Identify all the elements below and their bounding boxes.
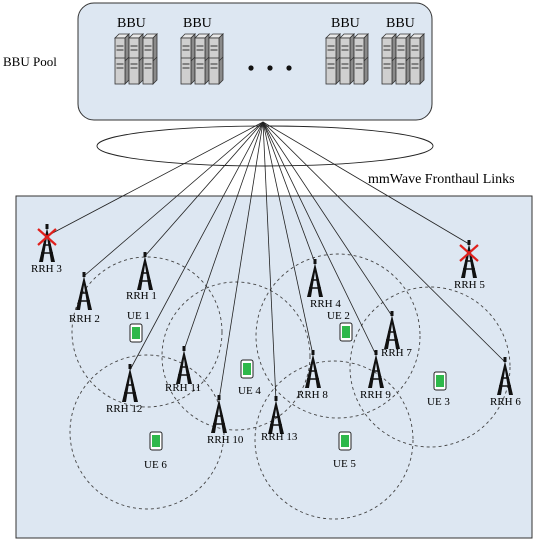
ue-2: UE 2 — [327, 310, 353, 342]
rrh-12: RRH 12 — [106, 363, 142, 415]
rrh-label-11: RRH 11 — [165, 382, 201, 394]
rrh-9: RRH 9 — [360, 349, 391, 401]
rrh-10: RRH 10 — [207, 394, 244, 446]
rrh-label-5: RRH 5 — [454, 279, 485, 291]
link-rrh-4 — [262, 121, 316, 264]
bbu-pool-label: BBU Pool — [3, 54, 57, 69]
rrh-label-9: RRH 9 — [360, 389, 391, 401]
cell-circle-4 — [349, 286, 511, 448]
rrh-label-4: RRH 4 — [310, 298, 341, 310]
cell-circle-3 — [255, 253, 421, 419]
ue-6: UE 6 — [144, 431, 167, 471]
ue-label-5: UE 5 — [333, 458, 356, 470]
rrh-4: RRH 4 — [306, 258, 341, 310]
bbu-pool-box — [77, 2, 433, 121]
rrh-1: RRH 1 — [126, 251, 157, 302]
link-rrh-13 — [262, 121, 277, 402]
rrh-3: RRH 3 — [31, 223, 62, 275]
rrh-label-13: RRH 13 — [261, 431, 298, 443]
ue-label-2: UE 2 — [327, 310, 350, 322]
fronthaul-links — [46, 121, 506, 402]
link-rrh-5 — [262, 121, 470, 245]
ellipsis-dots — [248, 65, 292, 71]
link-rrh-7 — [262, 121, 393, 317]
bbu-label-3: BBU — [331, 16, 360, 31]
link-rrh-12 — [129, 121, 264, 371]
ue-label-4: UE 4 — [238, 385, 261, 397]
link-rrh-8 — [262, 121, 314, 356]
rrh-label-1: RRH 1 — [126, 290, 157, 302]
rrh-11: RRH 11 — [165, 345, 201, 394]
rrh-5: RRH 5 — [454, 239, 485, 291]
bbu-label-2: BBU — [183, 16, 212, 31]
fronthaul-label: mmWave Fronthaul Links — [368, 172, 515, 187]
bbu-label-4: BBU — [386, 16, 415, 31]
ue-5: UE 5 — [333, 431, 356, 470]
rrh-label-8: RRH 8 — [297, 389, 328, 401]
bbu-unit-3: BBU — [325, 16, 369, 85]
bbu-unit-1: BBU — [114, 16, 158, 85]
rrh-label-10: RRH 10 — [207, 434, 244, 446]
rrh-label-12: RRH 12 — [106, 403, 142, 415]
ue-3: UE 3 — [427, 371, 450, 408]
link-rrh-1 — [144, 121, 264, 257]
bbu-unit-4: BBU — [381, 16, 425, 85]
link-rrh-9 — [262, 121, 377, 356]
cell-circle-1 — [71, 256, 223, 408]
ue-4: UE 4 — [238, 359, 261, 397]
link-rrh-11 — [183, 121, 264, 351]
link-rrh-3 — [46, 121, 264, 237]
rrh-7: RRH 7 — [381, 310, 412, 359]
ue-label-3: UE 3 — [427, 396, 450, 408]
bbu-unit-2: BBU — [180, 16, 224, 85]
ue-1: UE 1 — [127, 310, 150, 343]
link-rrh-6 — [262, 121, 506, 363]
rrh-label-6: RRH 6 — [490, 396, 521, 408]
link-rrh-10 — [218, 121, 264, 401]
ue-label-1: UE 1 — [127, 310, 150, 322]
rrh-2: RRH 2 — [69, 271, 100, 325]
link-rrh-2 — [83, 121, 264, 277]
rrh-label-7: RRH 7 — [381, 347, 412, 359]
cell-circles — [69, 253, 511, 520]
rrh-label-3: RRH 3 — [31, 263, 62, 275]
cell-circle-6 — [254, 360, 414, 520]
rrh-8: RRH 8 — [297, 349, 328, 401]
ue-label-6: UE 6 — [144, 459, 167, 471]
rrh-6: RRH 6 — [490, 356, 521, 408]
coverage-area — [15, 195, 533, 539]
cell-circle-2 — [161, 281, 311, 431]
bbu-label-1: BBU — [117, 16, 146, 31]
rrh-13: RRH 13 — [261, 395, 298, 443]
rrh-label-2: RRH 2 — [69, 313, 100, 325]
